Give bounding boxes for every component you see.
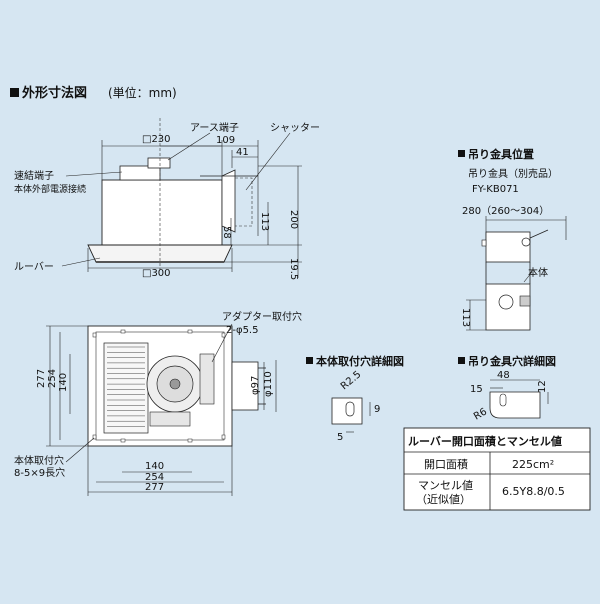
dim-bottom-square: □300 <box>142 268 171 279</box>
hanger-hole-dim-48: 48 <box>497 370 510 381</box>
table-row1-label: 開口面積 <box>424 457 468 471</box>
hanger-label-2: FY-KB071 <box>472 184 519 195</box>
hanger-hole-dim-15: 15 <box>470 384 483 395</box>
hanger-position-title: 吊り金具位置 <box>468 147 534 161</box>
hanger-hole-detail: 吊り金具穴詳細図 48 15 12 R6 <box>458 354 556 423</box>
hanger-hole-title: 吊り金具穴詳細図 <box>468 354 556 368</box>
duct-adapter <box>221 169 236 233</box>
body-hole-detail: 本体取付穴詳細図 R2.5 9 5 <box>306 354 404 443</box>
plan-view: 277 254 140 140 254 277 φ97 φ110 アダプター取付… <box>14 310 302 496</box>
page-title: 外形寸法図 <box>21 85 87 101</box>
dim-200: 200 <box>288 210 299 229</box>
dim-phi110: φ110 <box>263 371 274 397</box>
label-earth-terminal: アース端子 <box>190 121 239 134</box>
hanger-label-1: 吊り金具（別売品） <box>468 167 558 180</box>
hanger-body-label: 本体 <box>528 266 548 279</box>
label-louver: ルーバー <box>14 261 54 273</box>
label-mount-hole: 本体取付穴 <box>14 454 64 467</box>
dim-v140: 140 <box>58 373 69 392</box>
side-body <box>101 179 223 246</box>
dim-109: 109 <box>216 135 235 146</box>
label-mount-hole-spec: 8-5×9長穴 <box>14 466 65 479</box>
hanger-hole-dim-12: 12 <box>537 380 548 393</box>
label-adapter-hole: 2-φ5.5 <box>226 325 258 336</box>
hanger-position-detail: 吊り金具位置 吊り金具（別売品） FY-KB071 280（260～304） 本… <box>458 147 567 331</box>
dim-v254: 254 <box>47 369 58 388</box>
table-row2-value: 6.5Y8.8/0.5 <box>502 485 565 498</box>
table-row1-value: 225cm² <box>512 458 554 471</box>
shutter <box>235 177 253 227</box>
label-quick-connect: 速結端子 <box>14 169 54 182</box>
plan-duct-adapter <box>231 361 259 411</box>
body-hole-dim-5: 5 <box>337 432 343 443</box>
label-shutter: シャッター <box>270 122 320 134</box>
dim-113: 113 <box>259 212 270 231</box>
plan-louver <box>103 342 149 434</box>
title-bullet <box>10 88 19 97</box>
dim-v277: 277 <box>36 369 47 388</box>
dim-58: 58 <box>221 226 232 239</box>
label-external-power: 本体外部電源接続 <box>14 183 86 195</box>
dim-19-5: 19.5 <box>288 258 299 280</box>
earth-terminal <box>147 157 171 169</box>
title-unit: (単位：mm) <box>108 85 177 100</box>
louver-table: ルーバー開口面積とマンセル値 開口面積 225cm² マンセル値 （近似値） 6… <box>403 427 591 511</box>
table-row2-label2: （近似値） <box>416 493 471 506</box>
hanger-hole-radius: R6 <box>472 406 489 422</box>
dim-41: 41 <box>236 147 249 158</box>
dim-h277: 277 <box>145 482 164 493</box>
table-title: ルーバー開口面積とマンセル値 <box>408 434 562 448</box>
body-hole-radius: R2.5 <box>339 369 364 392</box>
hanger-dim-280: 280（260～304） <box>462 205 549 217</box>
dim-phi97: φ97 <box>250 376 261 395</box>
table-row2-label: マンセル値 <box>418 479 473 492</box>
dim-h140: 140 <box>145 461 164 472</box>
dim-h254: 254 <box>145 472 164 483</box>
body-hole-title: 本体取付穴詳細図 <box>316 354 404 368</box>
side-elevation: □230 109 41 200 113 58 19.5 □300 アース端子 シ… <box>14 118 320 280</box>
dim-top-square: □230 <box>142 134 171 145</box>
hanger-dim-113: 113 <box>460 308 471 327</box>
body-hole-dim-9: 9 <box>374 404 380 415</box>
label-adapter: アダプター取付穴 <box>222 310 302 323</box>
